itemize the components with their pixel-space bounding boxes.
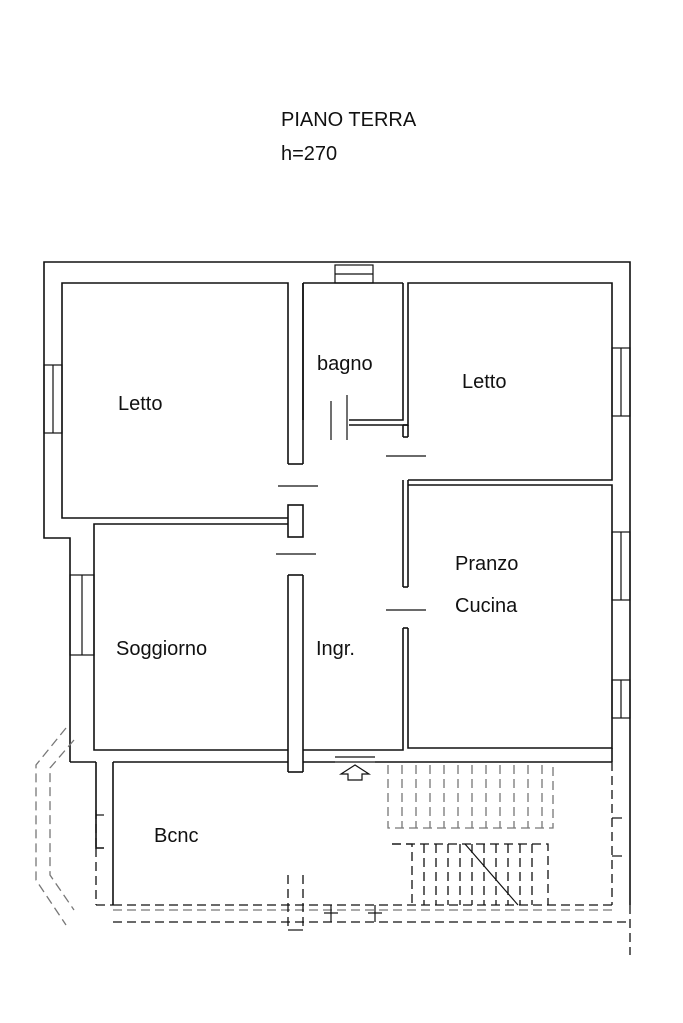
room-bagno xyxy=(302,282,613,481)
room-label-ingresso: Ingr. xyxy=(316,638,355,660)
room-label-pranzo: Pranzo xyxy=(455,553,518,575)
room-label-balcone: Bcnc xyxy=(154,825,198,847)
room-label-soggiorno: Soggiorno xyxy=(116,638,207,660)
staircase xyxy=(387,765,554,906)
balcony-outline xyxy=(35,727,631,955)
room-label-bagno: bagno xyxy=(317,353,373,375)
windows xyxy=(43,264,631,719)
room-letto-left xyxy=(61,282,304,751)
room-ingresso xyxy=(287,574,375,781)
room-pranzo-cucina xyxy=(303,480,613,751)
floor-title: PIANO TERRA xyxy=(281,109,417,131)
ceiling-height-label: h=270 xyxy=(281,143,338,165)
entrance-arrow-icon xyxy=(338,764,372,781)
room-label-cucina: Cucina xyxy=(455,595,518,617)
door-openings xyxy=(276,455,426,611)
room-label-letto-left: Letto xyxy=(118,393,162,415)
room-label-letto-right: Letto xyxy=(462,371,506,393)
